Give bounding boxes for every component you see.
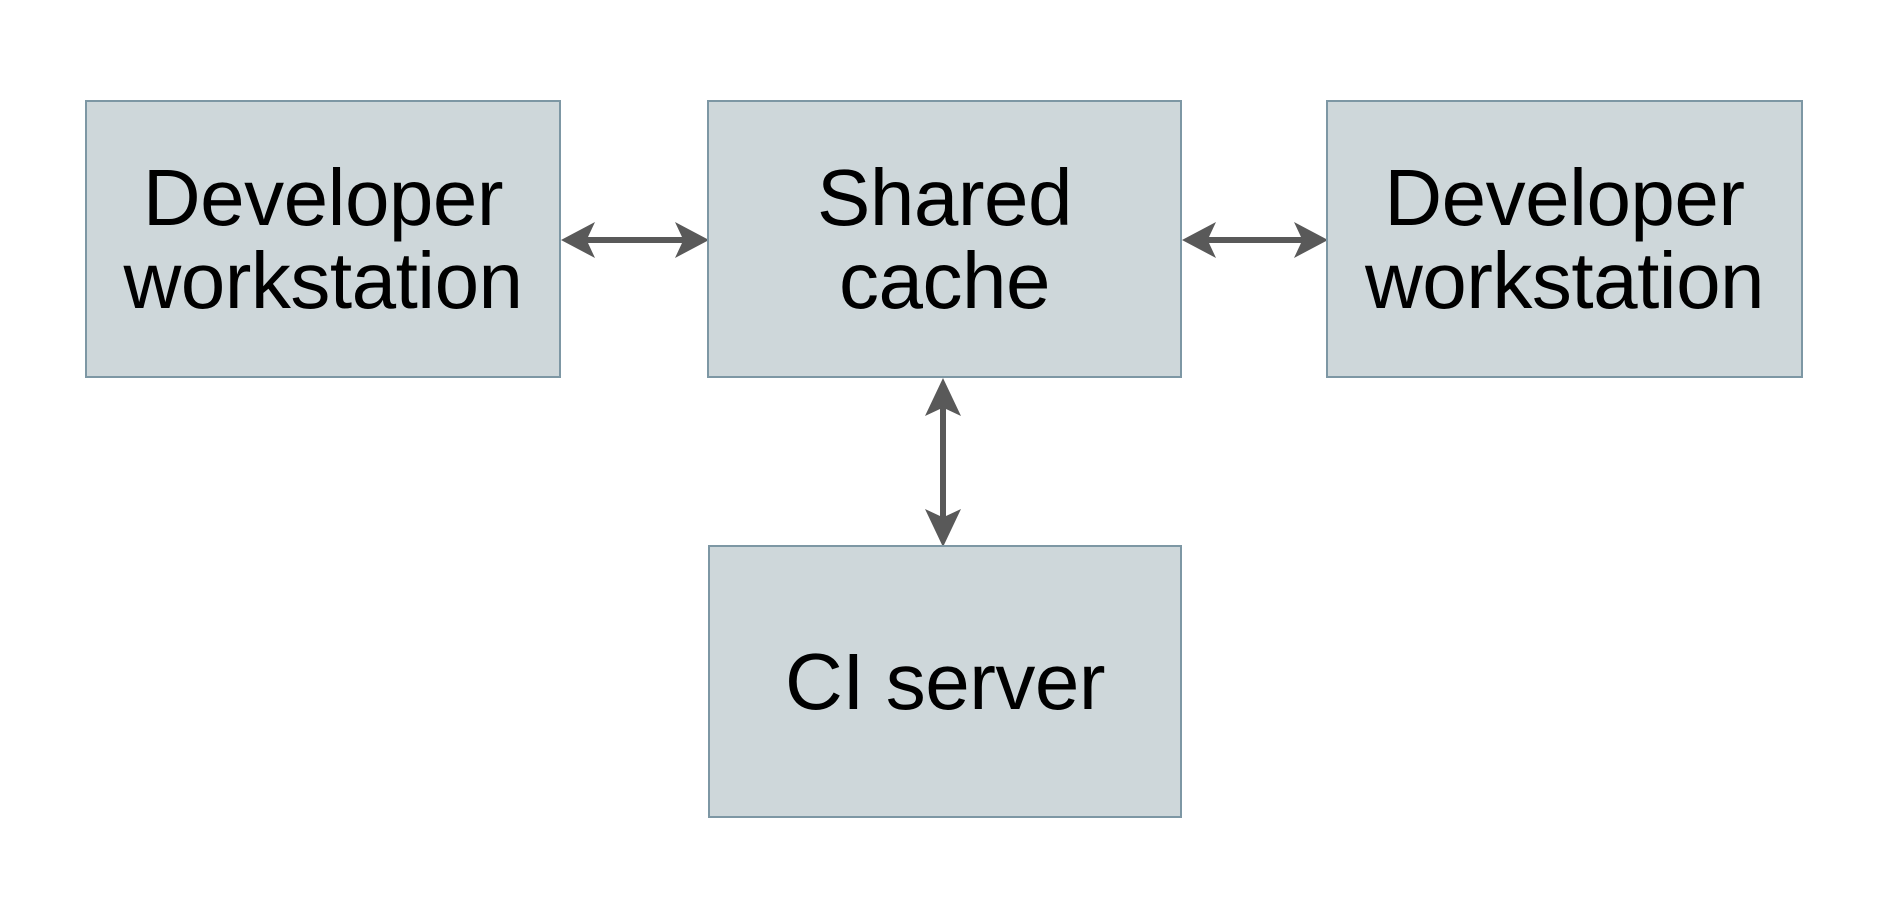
node-shared-cache[interactable]: Shared cache — [707, 100, 1182, 378]
node-label: Developer workstation — [123, 153, 523, 325]
node-label: Shared cache — [817, 153, 1072, 325]
edge-shared-cache-to-dev-right[interactable] — [1182, 216, 1328, 264]
node-label: CI server — [785, 637, 1106, 726]
edge-shared-cache-to-ci-server[interactable] — [919, 378, 967, 547]
edge-dev-left-to-shared-cache[interactable] — [561, 216, 709, 264]
bidirectional-arrow-icon — [925, 378, 961, 547]
bidirectional-arrow-icon — [561, 222, 709, 258]
node-label: Developer workstation — [1364, 153, 1765, 325]
bidirectional-arrow-icon — [1182, 222, 1328, 258]
node-developer-workstation-right[interactable]: Developer workstation — [1326, 100, 1803, 378]
node-ci-server[interactable]: CI server — [708, 545, 1182, 818]
node-developer-workstation-left[interactable]: Developer workstation — [85, 100, 561, 378]
